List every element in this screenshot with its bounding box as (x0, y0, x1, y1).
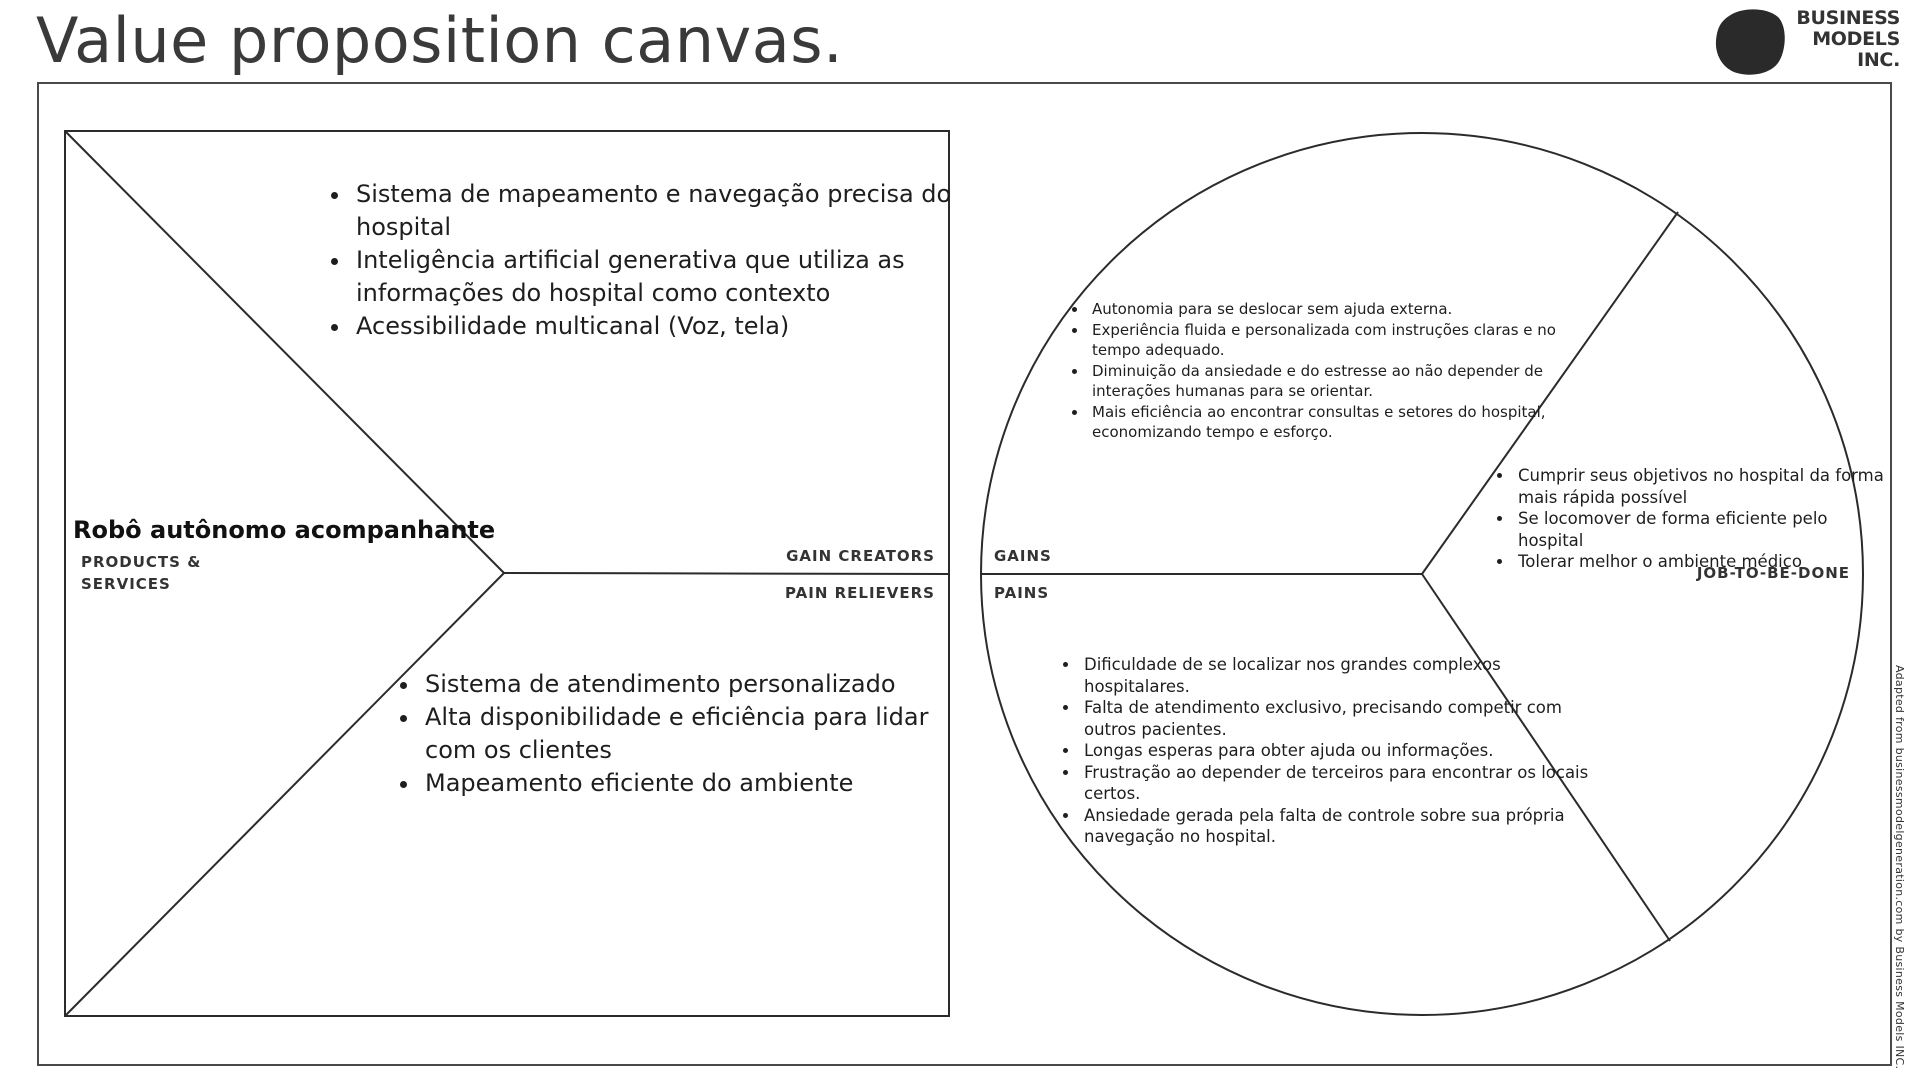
product-name: Robô autônomo acompanhante (73, 516, 496, 544)
list-item: Experiência fluida e personalizada com i… (1088, 320, 1568, 361)
list-item: Dificuldade de se localizar nos grandes … (1080, 654, 1590, 697)
job-lower-divider (1421, 573, 1671, 942)
pains-label: PAINS (994, 584, 1050, 602)
list-item: Frustração ao depender de terceiros para… (1080, 762, 1590, 805)
list-item: Inteligência artificial generativa que u… (352, 244, 952, 310)
list-item: Acessibilidade multicanal (Voz, tela) (352, 310, 952, 343)
gain-creators-list: Sistema de mapeamento e navegação precis… (327, 178, 952, 343)
page-title: Value proposition canvas. (36, 4, 844, 77)
list-item: Falta de atendimento exclusivo, precisan… (1080, 697, 1590, 740)
list-item: Tolerar melhor o ambiente médico (1514, 551, 1894, 573)
gain-creators-label: GAIN CREATORS (786, 547, 935, 565)
value-map-upper-diagonal (64, 130, 505, 574)
pains-list: Dificuldade de se localizar nos grandes … (1055, 654, 1590, 848)
logo-line-2: MODELS (1812, 28, 1900, 50)
value-map-divider (503, 572, 950, 575)
job-upper-divider (1421, 211, 1679, 575)
attribution-note: Adapted from businessmodelgeneration.com… (1893, 665, 1906, 1070)
pain-relievers-list: Sistema de atendimento personalizado Alt… (396, 668, 961, 800)
gains-label: GAINS (994, 547, 1052, 565)
logo-text: BUSINESS MODELS INC. (1796, 8, 1900, 71)
list-item: Sistema de atendimento personalizado (421, 668, 961, 701)
pain-relievers-label: PAIN RELIEVERS (785, 584, 935, 602)
logo-line-3: INC. (1857, 49, 1900, 71)
products-services-label-line-1: PRODUCTS & (81, 553, 202, 571)
job-to-be-done-list: Cumprir seus objetivos no hospital da fo… (1489, 465, 1894, 573)
value-map-lower-diagonal (64, 572, 505, 1017)
business-models-inc-logo: BUSINESS MODELS INC. (1715, 4, 1915, 75)
logo-line-1: BUSINESS (1796, 7, 1900, 29)
products-services-label: PRODUCTS & SERVICES (81, 551, 201, 595)
list-item: Se locomover de forma eficiente pelo hos… (1514, 508, 1894, 551)
list-item: Mapeamento eficiente do ambiente (421, 767, 961, 800)
gains-list: Autonomia para se deslocar sem ajuda ext… (1063, 299, 1568, 443)
list-item: Mais eficiência ao encontrar consultas e… (1088, 402, 1568, 443)
canvas-frame (37, 82, 1892, 1066)
list-item: Longas esperas para obter ajuda ou infor… (1080, 740, 1590, 762)
list-item: Ansiedade gerada pela falta de controle … (1080, 805, 1590, 848)
list-item: Autonomia para se deslocar sem ajuda ext… (1088, 299, 1568, 320)
list-item: Cumprir seus objetivos no hospital da fo… (1514, 465, 1894, 508)
list-item: Diminuição da ansiedade e do estresse ao… (1088, 361, 1568, 402)
products-services-label-line-2: SERVICES (81, 575, 171, 593)
list-item: Alta disponibilidade e eficiência para l… (421, 701, 961, 767)
list-item: Sistema de mapeamento e navegação precis… (352, 178, 952, 244)
job-to-be-done-label: JOB-TO-BE-DONE (1696, 564, 1850, 582)
logo-blob-icon (1715, 9, 1785, 75)
